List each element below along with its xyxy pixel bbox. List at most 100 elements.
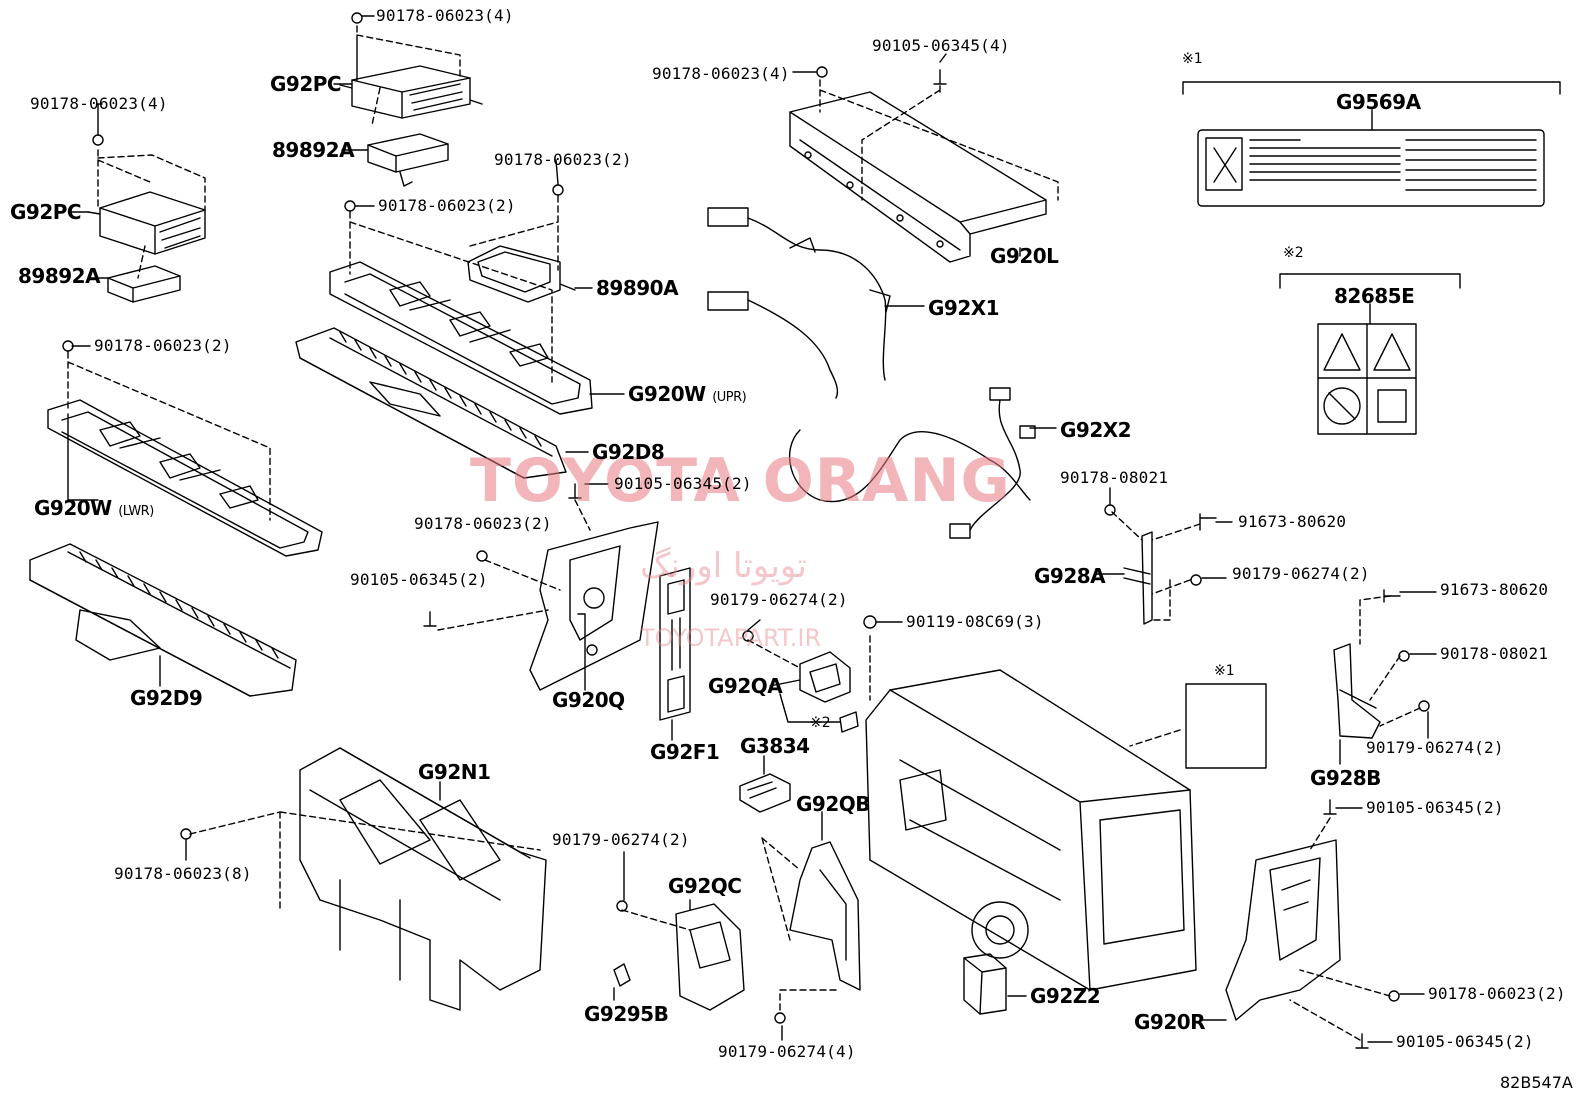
callout-cover-screw[interactable]: 90105-06345(4) [872, 36, 1010, 55]
callout-bracket-bolt[interactable]: 90178-06023(2) [494, 150, 632, 169]
part-89890a-bracket[interactable] [467, 245, 576, 303]
part-note2-label[interactable] [839, 711, 859, 733]
leader-lines-g92qb [761, 837, 841, 1011]
part-g928a-bracket[interactable] [1123, 531, 1153, 625]
caution-label-g9569a[interactable] [1197, 129, 1545, 207]
callout-q-code[interactable]: G920Q [552, 688, 625, 712]
part-g9295b[interactable] [613, 963, 631, 987]
note2-marker-qa: ※2 [810, 715, 831, 731]
callout-pc-top-code[interactable]: G92PC [270, 72, 342, 96]
callout-b-nut2[interactable]: 90178-08021 [1440, 644, 1549, 663]
callout-g3834-code[interactable]: G3834 [740, 734, 810, 758]
callout-d8-code[interactable]: G92D8 [592, 440, 665, 464]
part-g92d9-duct[interactable] [29, 543, 297, 697]
warning-label-82685e[interactable] [1317, 323, 1417, 435]
part-g920r-panel[interactable] [1225, 839, 1341, 1021]
part-g920w-upr[interactable] [329, 261, 593, 415]
callout-r-code[interactable]: G920R [1134, 1010, 1206, 1034]
leader-lines-g928a [1111, 511, 1201, 621]
part-g928b-bracket[interactable] [1333, 643, 1381, 739]
part-g92z2[interactable] [963, 953, 1007, 1015]
callout-cover-bolt[interactable]: 90178-06023(4) [652, 64, 790, 83]
note2-marker: ※2 [1283, 245, 1304, 261]
screw-icon [1355, 1033, 1369, 1049]
part-g92pc-left[interactable] [87, 191, 206, 255]
callout-r-nut[interactable]: 90178-06023(2) [1428, 984, 1566, 1003]
leader-lines-g928b [1359, 595, 1421, 727]
leader-line-g3834 [779, 693, 841, 723]
callout-pc-left-bolt[interactable]: 90178-06023(4) [30, 94, 168, 113]
callout-label-82685e[interactable]: 82685E [1334, 284, 1415, 308]
leader-lines-g920l [819, 79, 1059, 201]
callout-b-code-b[interactable]: G928B [1310, 766, 1381, 790]
callout-z2-code[interactable]: G92Z2 [1030, 984, 1101, 1008]
callout-g9295b-code[interactable]: G9295B [584, 1002, 669, 1026]
part-g92qb[interactable] [789, 841, 861, 991]
callout-upr-code[interactable]: G920W (UPR) [628, 384, 747, 404]
part-hv-battery[interactable] [865, 669, 1197, 991]
callout-ecu-left-code[interactable]: 89892A [18, 264, 101, 288]
callout-pc-top-bolt[interactable]: 90178-06023(4) [376, 6, 514, 25]
callout-qa-clip[interactable]: 90179-06274(2) [710, 590, 848, 609]
note2-bracket [1279, 273, 1461, 325]
callout-d9-code[interactable]: G92D9 [130, 686, 203, 710]
part-89892a-left[interactable] [107, 265, 181, 303]
callout-b-bolt2[interactable]: 91673-80620 [1440, 580, 1549, 599]
screw-icon [1323, 799, 1337, 815]
note1-marker: ※1 [1182, 51, 1203, 67]
part-g92pc-top[interactable] [339, 65, 483, 119]
callout-b-clip-b[interactable]: 90179-06274(2) [1366, 738, 1504, 757]
callout-b-code-a[interactable]: G928A [1034, 564, 1106, 588]
part-g92qa[interactable] [799, 651, 851, 703]
leader-lines-g92pc-left [97, 149, 206, 279]
part-g92f1-filter[interactable] [659, 567, 691, 721]
callout-n1-nut[interactable]: 90178-06023(8) [114, 864, 252, 883]
callout-r-screw-top[interactable]: 90105-06345(2) [1366, 798, 1504, 817]
callout-n1-code[interactable]: G92N1 [418, 760, 491, 784]
callout-bracket-code[interactable]: 89890A [596, 276, 679, 300]
part-g920w-lwr[interactable] [47, 399, 323, 557]
callout-cover-code[interactable]: G920L [990, 244, 1059, 268]
callout-upr-bolt[interactable]: 90178-06023(2) [378, 196, 516, 215]
callout-q-screw-left[interactable]: 90105-06345(2) [350, 570, 488, 589]
callout-qc-clip[interactable]: 90179-06274(2) [552, 830, 690, 849]
part-g92qc[interactable] [675, 903, 745, 1011]
callout-f1-code[interactable]: G92F1 [650, 740, 720, 764]
part-g920l-cover[interactable] [789, 91, 1047, 263]
leader-lines-upr [349, 211, 553, 383]
callout-qc-code[interactable]: G92QC [668, 874, 742, 898]
leader-lines-g92pc-top [356, 25, 461, 126]
callout-label-g9569a[interactable]: G9569A [1336, 90, 1421, 114]
part-g92n1-frame[interactable] [299, 747, 547, 1011]
callout-battery-nut[interactable]: 90119-08C69(3) [906, 612, 1044, 631]
part-g92d8-duct[interactable] [295, 327, 567, 479]
nut-icon [1398, 650, 1410, 662]
callout-q-nut[interactable]: 90178-06023(2) [414, 514, 552, 533]
part-g3834[interactable] [739, 773, 791, 813]
callout-x2-code[interactable]: G92X2 [1060, 418, 1132, 442]
part-note1-plate[interactable] [1185, 683, 1267, 769]
clip-icon [774, 1012, 786, 1024]
callout-qb-clip-bottom[interactable]: 90179-06274(4) [718, 1042, 856, 1061]
leader-lines-g92qa [747, 639, 801, 669]
note1-bracket [1182, 81, 1561, 131]
callout-qb-code[interactable]: G92QB [796, 792, 871, 816]
callout-ecu-top-code[interactable]: 89892A [272, 138, 355, 162]
part-g92x1-harness[interactable] [707, 207, 891, 399]
bolt-icon [1199, 513, 1217, 531]
nut-icon [351, 12, 363, 24]
callout-lwr-code[interactable]: G920W (LWR) [34, 498, 154, 518]
callout-lwr-bolt[interactable]: 90178-06023(2) [94, 336, 232, 355]
callout-q-screw-top[interactable]: 90105-06345(2) [614, 474, 752, 493]
callout-b-top-nut[interactable]: 90178-08021 [1060, 468, 1169, 487]
callout-pc-left-code[interactable]: G92PC [10, 200, 82, 224]
callout-r-screw-bottom[interactable]: 90105-06345(2) [1396, 1032, 1534, 1051]
callout-qa-code[interactable]: G92QA [708, 674, 783, 698]
callout-b-clip-a[interactable]: 90179-06274(2) [1232, 564, 1370, 583]
part-g920q-panel[interactable] [529, 521, 659, 691]
part-89892a-top[interactable] [367, 133, 449, 187]
callout-b-bolt1[interactable]: 91673-80620 [1238, 512, 1347, 531]
callout-x1-code[interactable]: G92X1 [928, 296, 1000, 320]
part-g92x2-harness[interactable] [788, 387, 1036, 539]
